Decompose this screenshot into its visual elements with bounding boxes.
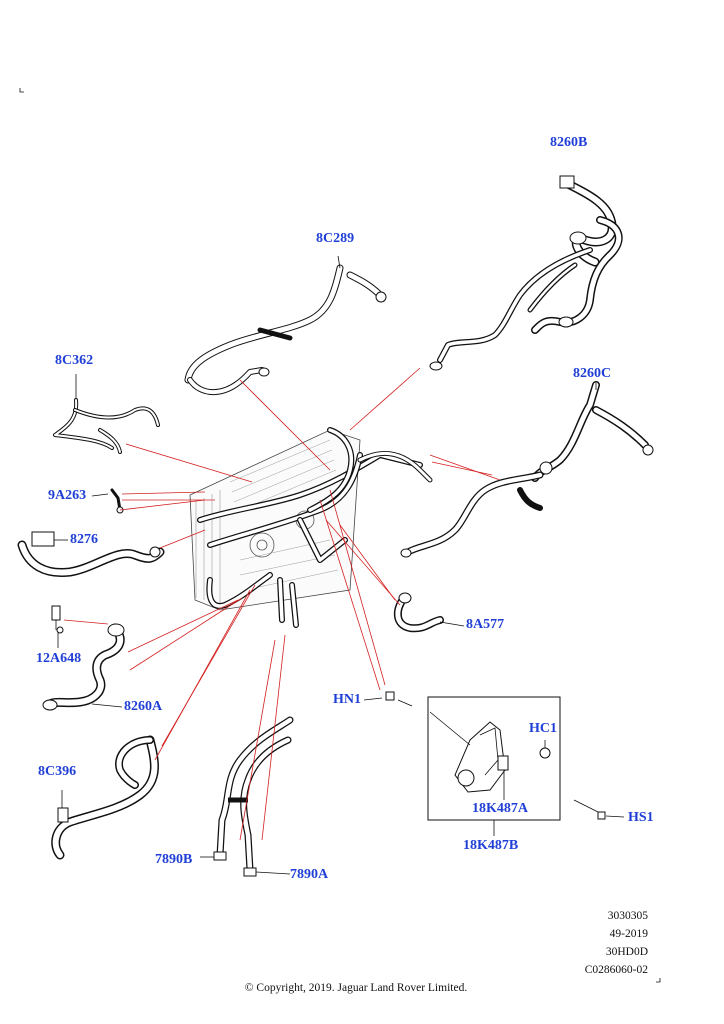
label-18K487B[interactable]: 18K487B <box>463 838 519 853</box>
hose-8C289 <box>184 255 387 396</box>
label-8C396[interactable]: 8C396 <box>38 764 77 779</box>
label-8C289[interactable]: 8C289 <box>316 231 355 246</box>
part-HS1 <box>573 799 625 820</box>
hose-7890 <box>200 716 294 877</box>
hose-8C362 <box>53 374 160 454</box>
ref-line-3: 30HD0D <box>605 946 648 958</box>
ref-line-2: 49-2019 <box>609 928 648 940</box>
detail-box-18K487B <box>427 696 561 836</box>
label-HS1[interactable]: HS1 <box>628 810 654 825</box>
copyright-notice: © Copyright, 2019. Jaguar Land Rover Lim… <box>244 982 468 994</box>
label-8260A[interactable]: 8260A <box>124 699 163 714</box>
engine-assembly <box>189 429 361 611</box>
label-8C362[interactable]: 8C362 <box>55 353 94 368</box>
label-7890B[interactable]: 7890B <box>155 852 193 867</box>
label-12A648[interactable]: 12A648 <box>36 651 82 666</box>
label-8260C[interactable]: 8260C <box>573 366 612 381</box>
label-HC1[interactable]: HC1 <box>529 721 557 736</box>
ref-line-4: C0286060-02 <box>584 964 648 976</box>
label-9A263[interactable]: 9A263 <box>48 488 87 503</box>
label-HN1[interactable]: HN1 <box>333 692 361 707</box>
engine-hoses <box>197 427 433 628</box>
hose-8C396 <box>51 735 159 860</box>
part-12A648 <box>51 605 64 648</box>
corner-mark-bottom <box>656 978 661 983</box>
part-9A263 <box>91 488 124 514</box>
hose-8260A <box>42 623 125 711</box>
part-HN1 <box>363 691 413 707</box>
label-8260B[interactable]: 8260B <box>550 135 588 150</box>
corner-mark-top <box>19 88 24 93</box>
label-8A577[interactable]: 8A577 <box>466 617 505 632</box>
hose-8260C <box>400 381 654 558</box>
red-leader-lines <box>63 367 501 841</box>
hose-8260B <box>429 175 623 371</box>
hose-8A577 <box>393 592 465 633</box>
ref-line-1: 3030305 <box>607 910 648 922</box>
label-18K487A[interactable]: 18K487A <box>472 801 528 816</box>
label-7890A[interactable]: 7890A <box>290 867 329 882</box>
hose-8276 <box>17 531 165 578</box>
label-8276[interactable]: 8276 <box>70 532 98 547</box>
